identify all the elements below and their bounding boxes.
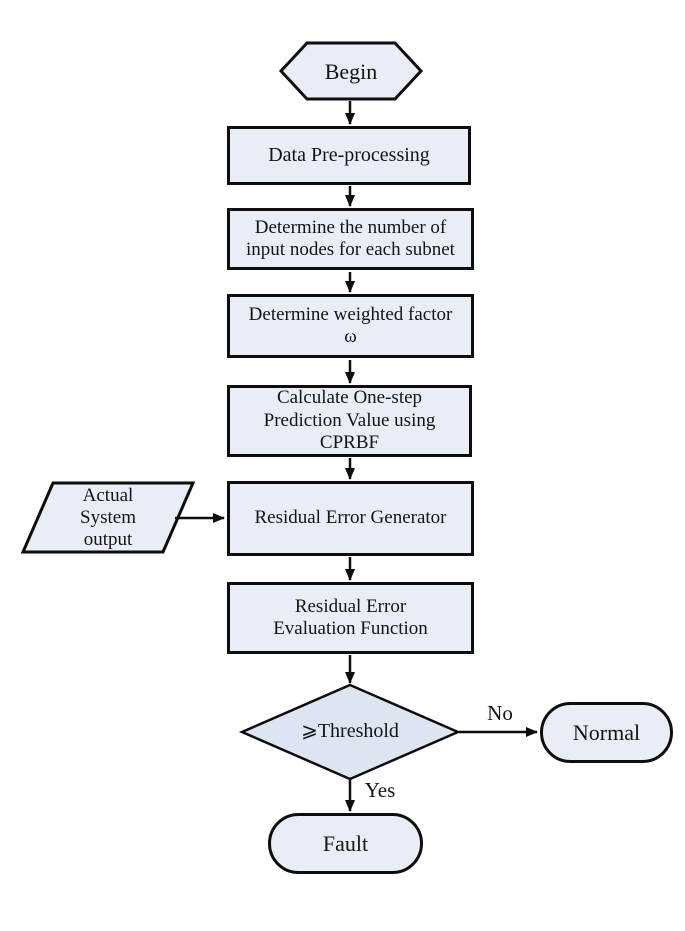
process-calculate-one-step-prediction: Calculate One-step Prediction Value usin…: [227, 385, 472, 457]
process-determine-weighted-factor: Determine weighted factor ω: [227, 294, 474, 358]
process-residual-error-generator: Residual Error Generator: [227, 481, 474, 556]
begin-hexagon-shape: [278, 41, 424, 101]
begin-node-label: Begin: [324, 58, 378, 84]
process-determine-input-nodes: Determine the number of input nodes for …: [227, 208, 474, 270]
process-residual-error-evaluation: Residual Error Evaluation Function: [227, 582, 474, 654]
threshold-diamond-shape: [238, 683, 462, 781]
actual-system-output-label: Actual System output: [80, 485, 136, 550]
terminator-normal: Normal: [540, 702, 673, 763]
threshold-decision-label: ⩾Threshold: [301, 720, 399, 743]
edge-label-yes: Yes: [364, 777, 396, 802]
terminator-fault: Fault: [268, 813, 423, 874]
edge-label-no: No: [487, 700, 513, 725]
actual-output-parallelogram-shape: [20, 481, 196, 554]
process-data-preprocessing: Data Pre-processing: [227, 126, 471, 185]
